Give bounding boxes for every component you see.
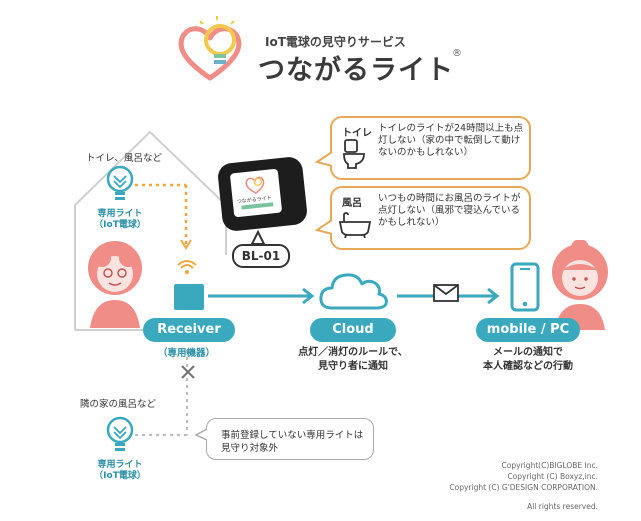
receiver-sublabel: （専用機器） xyxy=(158,348,216,359)
younger-woman-icon xyxy=(552,240,608,330)
house-light-caption: 専用ライト （IoT電球） xyxy=(90,209,150,231)
toilet-bubble-label: トイレ xyxy=(342,128,372,139)
device-name-badge: BL-01 xyxy=(232,244,290,268)
envelope-icon xyxy=(433,284,459,302)
house-light-caption-line2: （IoT電球） xyxy=(94,220,146,230)
header-title: つながるライト xyxy=(258,55,454,86)
neighbor-note-line1: 事前登録していない専用ライトは xyxy=(221,430,364,441)
neighbor-note-bubble: 事前登録していない専用ライトは 見守り対象外 xyxy=(206,418,374,460)
mobile-desc-line2: 本人確認などの行動 xyxy=(483,361,573,372)
copyright-block: Copyright(C)BIGLOBE Inc. Copyright (C) B… xyxy=(400,460,598,512)
cloud-desc-line2: 見守り者に通知 xyxy=(318,361,388,372)
copyright-line1: Copyright(C)BIGLOBE Inc. xyxy=(501,461,598,470)
registered-mark: ® xyxy=(452,48,462,59)
house-location-label: トイレ、風呂など xyxy=(86,153,163,164)
cloud-desc-line1: 点灯／消灯のルールで、 xyxy=(298,347,408,358)
receiver-box-icon xyxy=(174,284,204,310)
copyright-line4: All rights reserved. xyxy=(527,502,598,511)
cloud-description: 点灯／消灯のルールで、 見守り者に通知 xyxy=(296,346,410,374)
heart-bulb-logo-icon xyxy=(178,16,242,81)
neighbor-note-tail xyxy=(194,428,208,441)
bath-bubble-text: いつもの時間にお風呂のライトが点灯しない（風邪で寝込んでいるかもしれない） xyxy=(378,193,521,228)
bathtub-icon xyxy=(338,212,372,238)
receiver-label: Receiver xyxy=(143,318,235,342)
bath-bubble-label: 風呂 xyxy=(342,198,362,209)
device-screen: つながるライト xyxy=(229,168,283,218)
bath-bubble: 風呂 いつもの時間にお風呂のライトが点灯しない（風邪で寝込んでいるかもしれない） xyxy=(330,186,531,250)
house-light-caption-line1: 専用ライト xyxy=(97,209,143,219)
header-subtitle: IoT電球の見守りサービス xyxy=(265,35,406,49)
bath-bubble-tail xyxy=(315,219,333,235)
toilet-bubble-tail xyxy=(315,151,333,167)
neighbor-light-caption-line1: 専用ライト xyxy=(97,460,143,470)
cross-icon xyxy=(181,365,195,379)
cloud-label: Cloud xyxy=(310,318,396,342)
speaker-waves-icon xyxy=(177,260,197,274)
bulb-icon xyxy=(106,165,134,200)
mobile-description: メールの通知で 本人確認などの行動 xyxy=(460,346,596,374)
toilet-bubble-text: トイレのライトが24時間以上も点灯しない（家の中で転倒して動けないのかもしれない… xyxy=(378,123,524,158)
neighbor-location-label: 隣の家の風呂など xyxy=(80,399,157,410)
device-image: つながるライト xyxy=(210,155,310,235)
toilet-bubble: トイレ トイレのライトが24時間以上も点灯しない（家の中で転倒して動けないのかも… xyxy=(330,116,531,180)
device-name: BL-01 xyxy=(241,249,281,263)
neighbor-bulb-icon xyxy=(106,416,134,451)
device-screen-logo-icon xyxy=(245,176,265,194)
mobile-desc-line1: メールの通知で xyxy=(493,347,563,358)
copyright-line3: Copyright (C) G'DESIGN CORPORATION. xyxy=(449,483,598,492)
neighbor-light-caption: 専用ライト （IoT電球） xyxy=(90,460,150,482)
toilet-icon xyxy=(343,139,365,169)
neighbor-note-line2: 見守り対象外 xyxy=(221,443,279,454)
elderly-woman-icon xyxy=(88,241,142,328)
copyright-line2: Copyright (C) Boxyz,inc. xyxy=(507,472,598,481)
cloud-icon xyxy=(319,273,388,310)
smartphone-icon xyxy=(510,262,540,312)
mobile-label: mobile / PC xyxy=(476,318,580,342)
neighbor-light-caption-line2: （IoT電球） xyxy=(94,471,146,481)
